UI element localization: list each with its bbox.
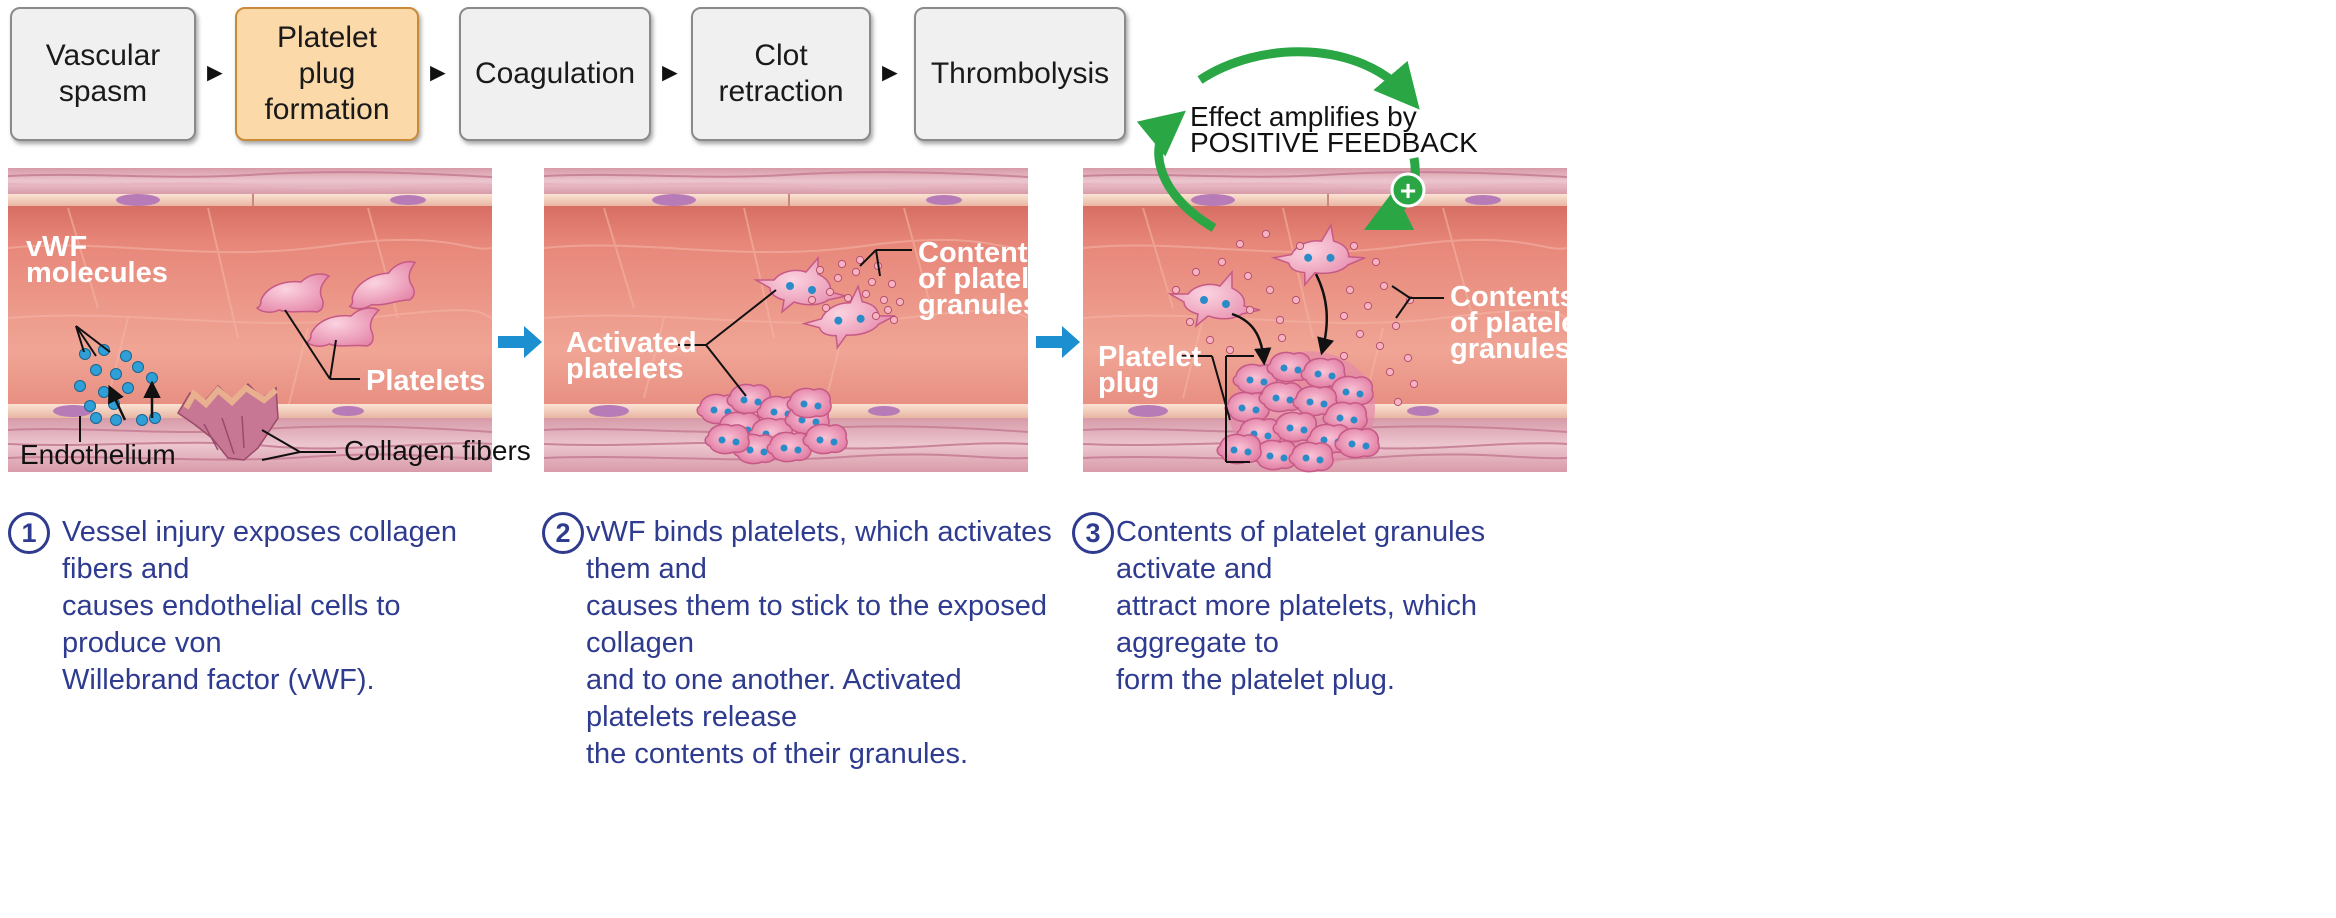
panel3-contents-line1: Contents [1450, 281, 1576, 313]
caption-2: vWF binds platelets, which activates the… [586, 514, 1056, 773]
plus-sign: + [1400, 175, 1416, 206]
flow-arrow-1: ► [202, 57, 228, 87]
caption-2-line: vWF binds platelets, which activates the… [586, 516, 1052, 585]
panel-1-annotations [74, 259, 423, 461]
step-vascular-spasm: Vascular spasm [10, 7, 196, 141]
step-coagulation: Coagulation [459, 7, 651, 141]
step-thrombolysis: Thrombolysis [914, 7, 1126, 141]
flow-arrow-4: ► [877, 57, 903, 87]
vwf-label-line2: molecules [26, 257, 168, 289]
step-number-3: 3 [1072, 512, 1114, 554]
plus-circle [1390, 172, 1426, 208]
step-platelet-plug-formation: Platelet plug formation [235, 7, 419, 141]
panel-arrow-1 [498, 326, 542, 358]
panel-3-annotations [1136, 47, 1444, 473]
caption-2-line: causes them to stick to the exposed coll… [586, 590, 1048, 659]
platelets-label: Platelets [366, 365, 485, 397]
activated-platelets-line2: platelets [566, 353, 684, 385]
step-clot-retraction: Clot retraction [691, 7, 871, 141]
caption-3-line: form the platelet plug. [1116, 664, 1395, 696]
panel-2-annotations [678, 249, 912, 465]
panel-arrow-2 [1036, 326, 1080, 358]
feedback-line2: POSITIVE FEEDBACK [1190, 127, 1478, 158]
feedback-line1: Effect amplifies by [1190, 101, 1417, 132]
step-number-2: 2 [542, 512, 584, 554]
panel2-contents-line3: granules [918, 289, 1039, 321]
caption-2-line: and to one another. Activated platelets … [586, 664, 962, 733]
panel2-contents-line2: of platelet [918, 263, 1055, 295]
flow-arrow-3: ► [657, 57, 683, 87]
flow-arrow-2: ► [425, 57, 451, 87]
panel-1 [7, 167, 493, 473]
caption-1-line: causes endothelial cells to produce von [62, 590, 401, 659]
caption-3-line: Contents of platelet granules activate a… [1116, 516, 1486, 585]
caption-1-line: Willebrand factor (vWF). [62, 664, 375, 696]
caption-1: Vessel injury exposes collagen fibers an… [62, 514, 502, 699]
vwf-label-line1: vWF [26, 231, 87, 263]
caption-3: Contents of platelet granules activate a… [1116, 514, 1556, 699]
step-number-1: 1 [8, 512, 50, 554]
panel2-contents-line1: Contents [918, 237, 1044, 269]
platelet-plug-line1: Platelet [1098, 341, 1201, 373]
panel3-contents-line3: granules [1450, 333, 1571, 365]
endothelium-label: Endothelium [20, 439, 176, 470]
platelet-plug-line2: plug [1098, 367, 1159, 399]
caption-3-line: attract more platelets, which aggregate … [1116, 590, 1478, 659]
activated-platelets-line1: Activated [566, 327, 697, 359]
collagen-fibers-label: Collagen fibers [344, 435, 531, 466]
caption-2-line: the contents of their granules. [586, 738, 969, 770]
panel3-contents-line2: of platelet [1450, 307, 1587, 339]
caption-1-line: Vessel injury exposes collagen fibers an… [62, 516, 457, 585]
